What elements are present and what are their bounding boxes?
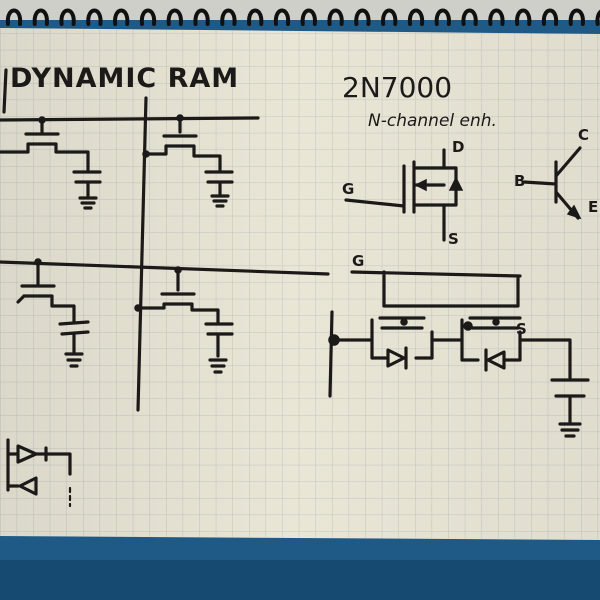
spiral-ring [32, 8, 49, 26]
dram-cell-bottom-middle [134, 266, 234, 374]
bit-line-left [2, 68, 8, 114]
spiral-ring [139, 8, 157, 26]
bjt-symbol: C B E [514, 126, 598, 220]
switch-circuit: G S [328, 252, 590, 438]
word-line-2 [0, 260, 330, 276]
spiral-ring [541, 8, 559, 26]
spiral-ring [300, 8, 317, 26]
switch-source-label: S [516, 320, 527, 338]
spiral-ring [193, 8, 210, 26]
notebook-page [0, 28, 600, 540]
spiral-ring [5, 8, 23, 26]
spiral-ring [59, 8, 76, 26]
mosfet-source-label: S [448, 230, 459, 248]
spiral-ring [273, 8, 291, 26]
spiral-ring [247, 8, 264, 26]
bjt-base-label: B [514, 172, 525, 190]
spiral-rings [5, 8, 600, 26]
spiral-ring [113, 8, 130, 26]
bjt-collector-label: C [578, 126, 589, 144]
spiral-ring [220, 8, 237, 26]
dram-cell-bottom-left [16, 258, 90, 368]
switch-gate-label: G [352, 252, 364, 270]
spiral-ring [434, 8, 451, 26]
spiral-ring [595, 10, 600, 26]
spiral-ring [515, 8, 532, 26]
mosfet-gate-label: G [342, 180, 354, 198]
spiral-ring [568, 8, 585, 26]
dram-cell-top-middle [142, 114, 234, 208]
spiral-ring [461, 8, 478, 26]
spiral-ring [381, 8, 398, 26]
spiral-ring [327, 8, 344, 26]
dram-cell-top-left [0, 116, 102, 210]
mosfet-symbol: G D S [342, 138, 464, 248]
buffer-sketch [6, 438, 72, 508]
bjt-emitter-label: E [588, 198, 598, 216]
spiral-ring [488, 8, 505, 26]
spiral-ring [354, 8, 371, 26]
page-title: DYNAMIC RAM [10, 63, 239, 94]
table-edge [0, 560, 600, 600]
part-number: 2N7000 [342, 71, 452, 104]
mosfet-drain-label: D [452, 138, 464, 156]
spiral-binding [0, 0, 600, 26]
bit-line [136, 96, 148, 412]
spiral-ring [407, 8, 425, 26]
spiral-ring [86, 8, 103, 26]
spiral-ring [166, 8, 183, 26]
part-description: N-channel enh. [368, 111, 497, 131]
